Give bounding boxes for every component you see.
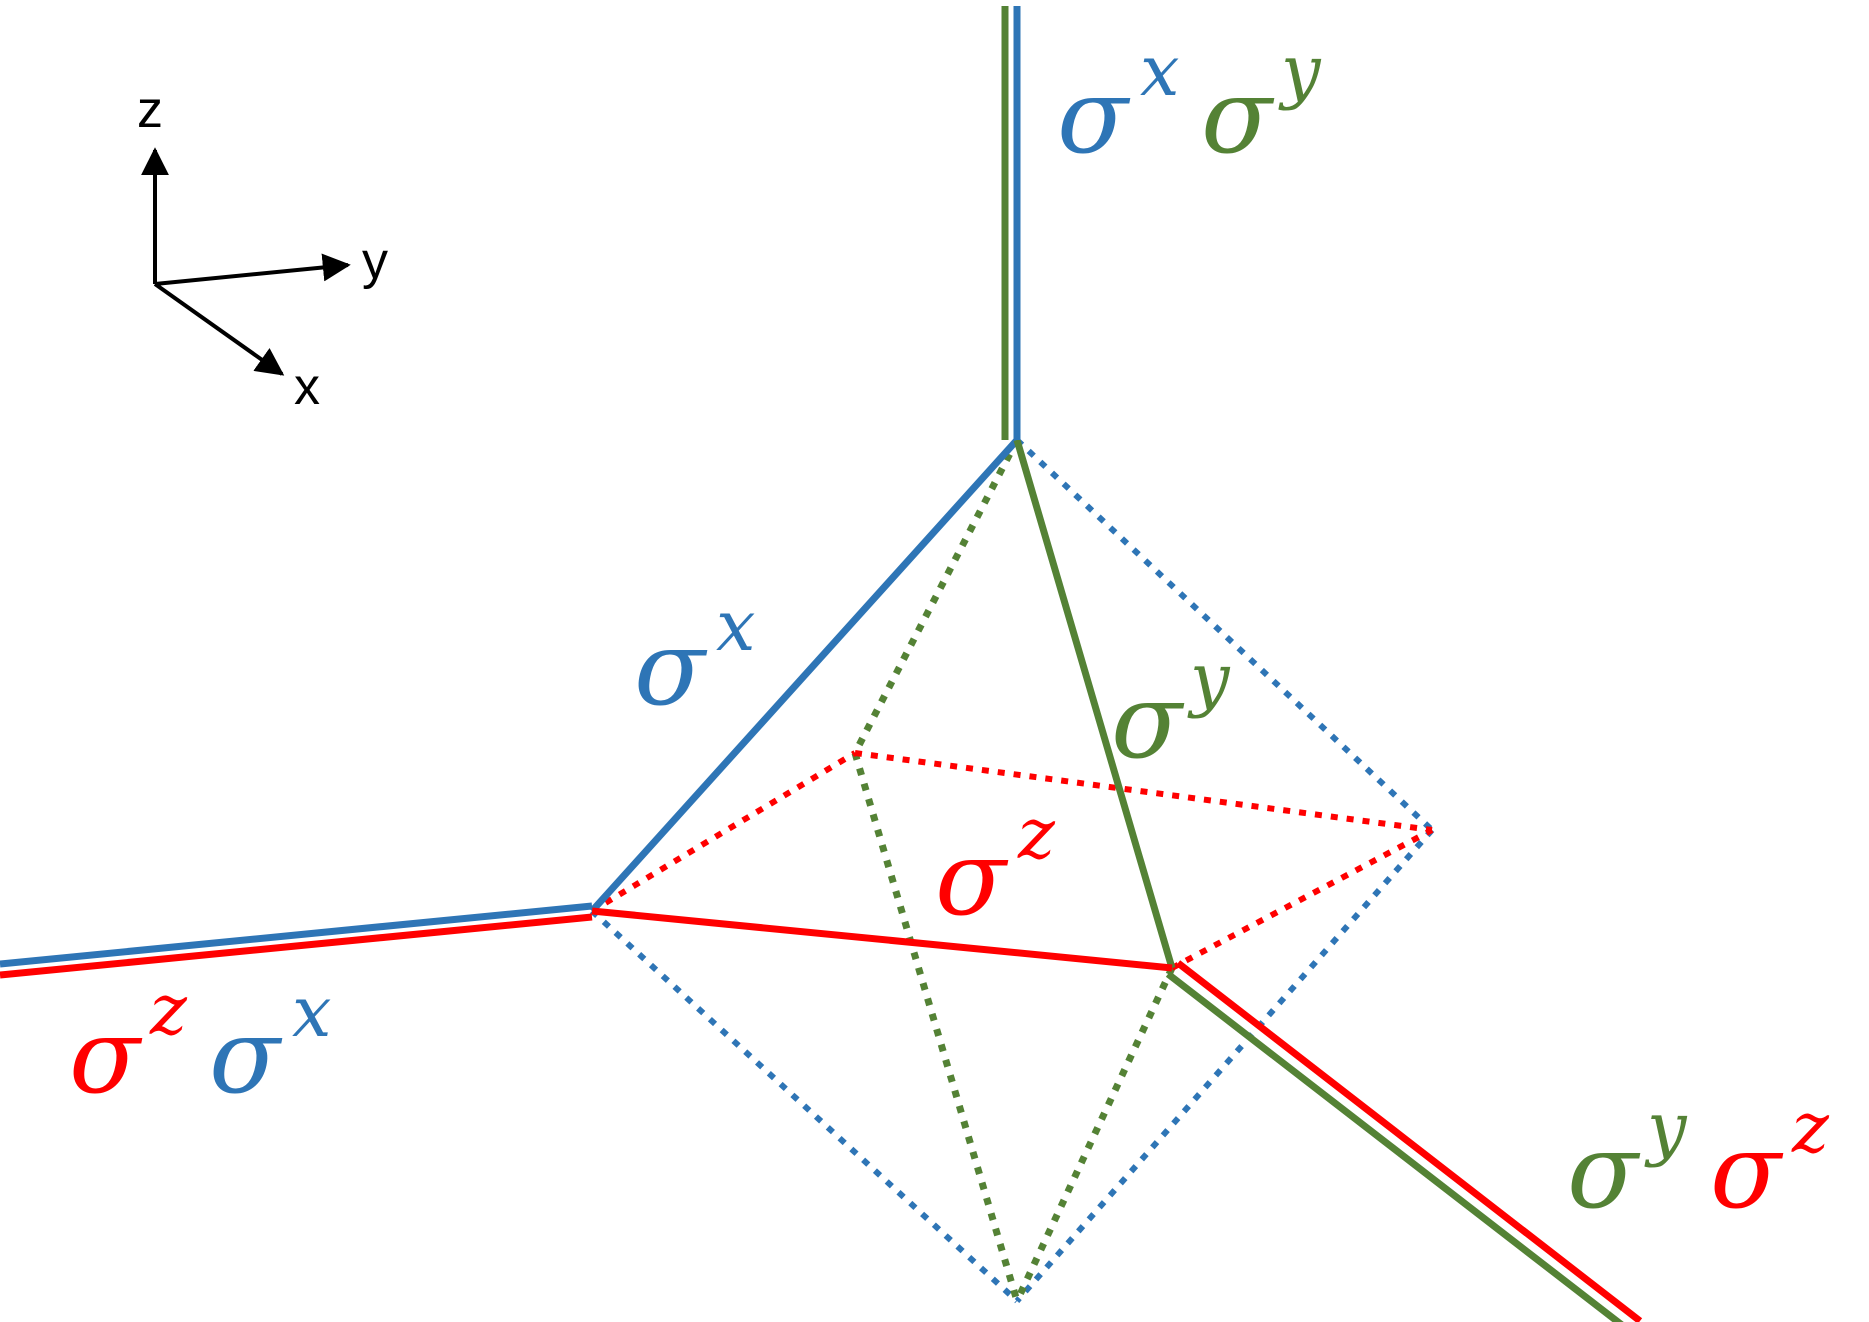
x-axis-label: x <box>294 358 320 416</box>
label-right-sigma-y: σ <box>1567 1110 1641 1232</box>
edge-left-back <box>590 750 857 914</box>
x-axis-arrow <box>153 282 285 376</box>
y-axis-arrow <box>154 253 351 286</box>
label-left-sigma-x: σ <box>209 995 283 1117</box>
label-right-sigma-z: σ <box>1710 1110 1784 1232</box>
edge-front-bottom <box>1013 966 1176 1303</box>
label-bond-sup-z: z <box>1017 793 1056 875</box>
label-right-sup-y: y <box>1644 1087 1688 1169</box>
label-top-sigma-x: σ <box>1057 55 1131 177</box>
label-bond-sup-y: y <box>1187 638 1231 720</box>
z-axis-label: z <box>137 81 163 139</box>
y-axis-label: y <box>362 232 388 290</box>
edge-back-right <box>854 750 1433 833</box>
leg-left-blue <box>0 902 593 968</box>
label-bond-sup-x: x <box>716 585 755 667</box>
edge-front-right <box>1170 827 1434 971</box>
leg-right-red <box>1175 960 1643 1322</box>
label-left-sup-z: z <box>149 969 188 1051</box>
operator-labels: σ x σ y σ x σ y σ z <box>69 30 1830 1232</box>
label-bond-sigma-x: σ <box>634 607 708 729</box>
label-top-sup-y: y <box>1278 30 1322 112</box>
coordinate-axes: z y x <box>137 81 388 416</box>
bond-sigma-y <box>1013 439 1176 969</box>
solid-bonds <box>589 437 1176 972</box>
label-left-sigma-z: σ <box>69 995 143 1117</box>
external-legs <box>0 6 1643 1322</box>
leg-right-green <box>1165 971 1624 1322</box>
edge-left-bottom <box>589 908 1020 1304</box>
bond-sigma-x <box>589 437 1020 914</box>
label-top-sup-x: x <box>1140 30 1179 112</box>
hidden-edges <box>589 437 1435 1304</box>
label-bond-sigma-z: σ <box>935 817 1009 939</box>
label-right-sup-z: z <box>1791 1087 1830 1169</box>
edge-right-bottom <box>1014 828 1435 1303</box>
label-top-sigma-y: σ <box>1201 55 1275 177</box>
edge-top-back <box>851 438 1021 755</box>
edge-top-right <box>1014 437 1435 833</box>
bond-sigma-z <box>591 907 1173 972</box>
label-bond-sigma-y: σ <box>1111 660 1185 782</box>
label-left-sup-x: x <box>292 971 331 1053</box>
leg-left-red <box>0 913 593 979</box>
